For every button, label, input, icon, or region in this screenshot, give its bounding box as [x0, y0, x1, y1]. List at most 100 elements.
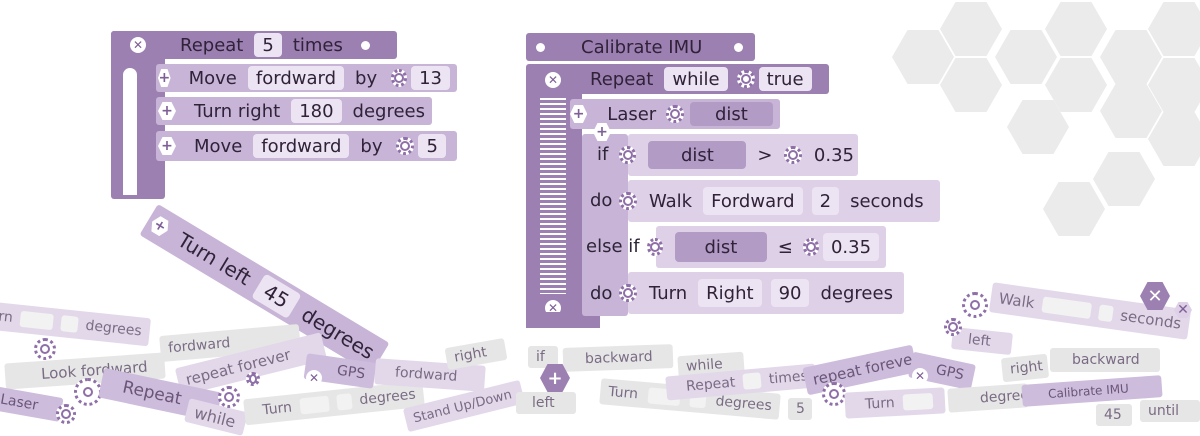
gear-icon[interactable] [666, 105, 684, 123]
turn-left-label: Turn left [173, 227, 256, 291]
distance-field[interactable]: 5 [418, 134, 446, 158]
scattered-block[interactable]: repeat forever [802, 344, 920, 396]
gear-icon [56, 404, 76, 424]
walk-duration-field[interactable]: 2 [811, 187, 840, 215]
repeat-suffix: times [292, 34, 343, 56]
gear-icon [74, 378, 102, 406]
repeat-block[interactable]: ✕ Repeat 5 times [111, 31, 397, 59]
close-icon: ✕ [306, 370, 322, 386]
else-if-value-field[interactable]: 0.35 [822, 233, 880, 261]
gear-icon [962, 292, 988, 318]
turn-block[interactable]: Turn Right 90 degrees [619, 272, 904, 314]
turn-label: Turn [649, 282, 688, 304]
operator-label: > [757, 144, 773, 166]
direction-field[interactable]: fordward [247, 66, 345, 90]
close-icon[interactable]: ✕ [130, 37, 146, 53]
degrees-label: degrees [352, 100, 426, 122]
gear-icon [822, 382, 846, 406]
do-label: do [590, 283, 613, 304]
gear-icon[interactable] [619, 146, 637, 164]
scattered-block[interactable]: rn degrees [0, 301, 152, 347]
scattered-block[interactable]: until [1140, 400, 1200, 422]
move-label: Move [194, 135, 243, 157]
turn-right-label: Turn right [194, 100, 281, 122]
turn-direction-field[interactable]: Right [698, 279, 762, 307]
laser-var-field[interactable]: dist [689, 102, 773, 126]
gear-icon [246, 372, 260, 386]
if-value[interactable]: 0.35 [813, 144, 854, 166]
move-label: Move [188, 67, 237, 89]
if-label: if [597, 144, 609, 165]
plus-hex-icon[interactable]: + [158, 102, 176, 120]
if-else-block[interactable] [582, 134, 628, 316]
do-label: do [590, 190, 613, 211]
angle-field[interactable]: 45 [251, 273, 302, 319]
seconds-label: seconds [850, 190, 924, 212]
else-if-label: else if [586, 236, 640, 257]
scattered-block[interactable]: while [183, 398, 249, 436]
scattered-block[interactable]: 45 [1096, 404, 1132, 426]
turn-angle-field[interactable]: 90 [770, 279, 810, 307]
angle-field[interactable]: 180 [291, 99, 342, 123]
calibrate-imu-block[interactable]: Calibrate IMU [526, 33, 755, 61]
laser-block[interactable]: + Laser dist [570, 99, 780, 129]
drag-handle[interactable] [540, 98, 566, 294]
gear-icon[interactable] [784, 146, 802, 164]
else-if-condition-block[interactable]: dist ≤ 0.35 [647, 226, 886, 268]
repeat-count-field[interactable]: 5 [254, 33, 282, 57]
plus-hex-icon[interactable]: + [570, 105, 588, 123]
scattered-block[interactable]: Turn [844, 387, 946, 419]
scattered-block[interactable]: backward [1050, 348, 1160, 372]
distance-field[interactable]: 13 [411, 66, 450, 90]
move-block-2[interactable]: + Move fordward by 5 [156, 131, 457, 161]
repeat-mode-field[interactable]: while [664, 67, 728, 91]
repeat-label: Repeat [590, 68, 654, 90]
repeat-while-block[interactable]: Repeat while true [570, 64, 829, 94]
scattered-block[interactable]: Turn degrees [243, 380, 425, 426]
if-var-field[interactable]: dist [648, 141, 747, 169]
gear-icon[interactable] [619, 192, 637, 210]
scattered-block[interactable]: right [1000, 353, 1050, 383]
close-icon[interactable]: ✕ [545, 72, 561, 88]
gear-icon[interactable] [619, 284, 637, 302]
scattered-block[interactable]: backward [562, 344, 674, 372]
gear-icon[interactable] [802, 238, 819, 256]
by-label: by [360, 135, 383, 157]
degrees-label: degrees [820, 282, 893, 304]
calibrate-title: Calibrate IMU [581, 36, 703, 58]
else-if-var-field[interactable]: dist [675, 232, 767, 262]
scattered-block[interactable]: left [516, 392, 576, 414]
plus-hex-icon[interactable]: + [158, 69, 171, 87]
walk-direction-field[interactable]: Fordward [703, 187, 803, 215]
close-hex-icon: ✕ [1174, 302, 1192, 318]
gear-icon [34, 338, 56, 360]
small-close-icon[interactable] [734, 42, 744, 52]
plus-hex-icon[interactable]: + [158, 137, 176, 155]
small-close-icon[interactable] [360, 40, 370, 50]
operator-label: ≤ [777, 236, 793, 258]
small-close-icon[interactable] [536, 42, 545, 52]
scattered-block[interactable]: Laser [0, 386, 64, 422]
gear-icon[interactable] [647, 238, 664, 256]
move-block-1[interactable]: + Move fordward by 13 [156, 64, 457, 92]
gear-icon[interactable] [391, 69, 408, 87]
gear-icon [944, 318, 962, 336]
gear-icon[interactable] [396, 137, 415, 155]
repeat-label: Repeat [180, 34, 244, 56]
direction-field[interactable]: fordward [253, 134, 350, 158]
plus-hex-icon[interactable]: + [148, 214, 173, 239]
gear-icon [218, 386, 240, 408]
turn-right-block[interactable]: + Turn right 180 degrees [156, 97, 432, 125]
condition-field[interactable]: true [758, 67, 812, 91]
scattered-block[interactable]: 5 [788, 398, 812, 420]
gear-icon[interactable] [736, 70, 755, 88]
by-label: by [355, 67, 378, 89]
walk-label: Walk [649, 190, 693, 212]
walk-block[interactable]: Walk Fordward 2 seconds [619, 180, 940, 222]
scattered-block[interactable]: if [528, 346, 558, 368]
laser-label: Laser [607, 103, 657, 125]
if-condition-block[interactable]: dist > 0.35 [619, 134, 858, 176]
close-icon: ✕ [912, 368, 928, 384]
scattered-block[interactable]: degrees [947, 383, 1037, 413]
plus-hex-icon[interactable]: + [593, 123, 611, 141]
